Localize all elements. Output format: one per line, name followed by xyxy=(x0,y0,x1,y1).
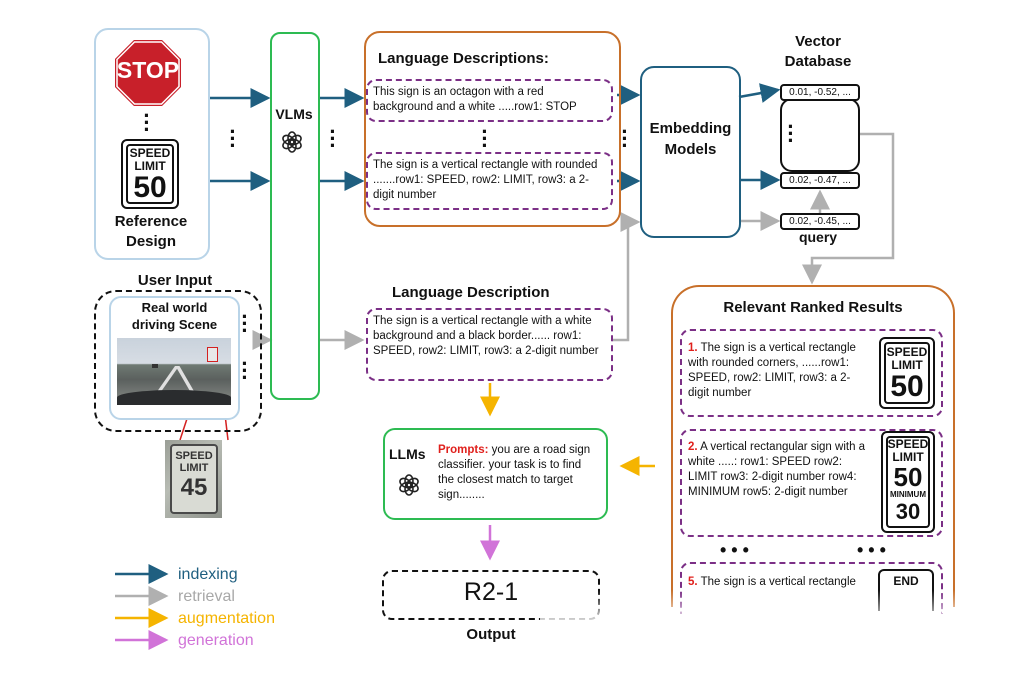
ranked-result-5-number: 5. xyxy=(688,576,698,588)
stop-sign-icon xyxy=(113,38,183,108)
ranked-result-2-text: 2. A vertical rectangular sign with a wh… xyxy=(688,440,870,500)
stop-sign-text: STOP xyxy=(116,57,180,83)
ranked-result-1-text: 1. The sign is a vertical rectangle with… xyxy=(688,341,863,401)
crop-sign-number: 45 xyxy=(180,474,208,501)
ellipsis-right: ··· xyxy=(621,119,629,158)
ranked-result-1-number: 1. xyxy=(688,342,698,354)
ranked-result-2 xyxy=(680,429,943,537)
embedding-models-box xyxy=(640,66,741,238)
prompt-prefix: Prompts: xyxy=(438,444,489,456)
reference-label-line2: Design xyxy=(125,233,176,250)
ranked-result-1 xyxy=(680,329,943,417)
vector-embedding-2: 0.02, -0.47, ... xyxy=(780,172,860,189)
ranked-result-5-desc: The sign is a vertical rectangle xyxy=(697,576,856,588)
llms-label: LLMs xyxy=(389,446,426,462)
legend: indexing retrieval augmentation generati… xyxy=(178,564,275,652)
ranked-ellipsis-right: • • • xyxy=(857,540,886,560)
vlms-panel xyxy=(270,32,320,400)
prompt-body: you are a road sign classifier. your tas… xyxy=(438,444,591,501)
scene-label-line2: driving Scene xyxy=(131,317,218,332)
llm-prompt-text: Prompts: you are a road sign classifier.… xyxy=(438,443,598,503)
ellipsis-mid: ··· xyxy=(329,119,337,158)
legend-augmentation: augmentation xyxy=(178,610,275,627)
ranked-result-1-desc: The sign is a vertical rectangle with ro… xyxy=(688,342,856,399)
ranked-result-5 xyxy=(680,562,943,614)
legend-generation: generation xyxy=(178,632,254,649)
ranked-result-1-sign: SPEED LIMIT 50 xyxy=(879,337,935,409)
output-label: Output xyxy=(466,626,516,643)
embedding-label-line2: Models xyxy=(664,141,717,158)
legend-retrieval: retrieval xyxy=(178,588,235,605)
language-descriptions-title: Language Descriptions: xyxy=(378,50,549,67)
ellipsis-desc: ··· xyxy=(481,119,489,158)
vlms-label: VLMs xyxy=(275,106,313,122)
ranked-result-2-number: 2. xyxy=(688,441,698,453)
openai-logo-icon xyxy=(282,131,302,153)
language-description-card: The sign is a vertical rectangle with a … xyxy=(366,308,613,381)
description-card-stop: This sign is an octagon with a red backg… xyxy=(366,79,613,122)
ranked-results-title: Relevant Ranked Results xyxy=(723,299,903,316)
query-label: query xyxy=(798,229,838,245)
user-input-title: User Input xyxy=(137,272,213,289)
arrow-langdesc-to-embed xyxy=(612,212,641,342)
embedding-label-line1: Embedding xyxy=(649,120,732,137)
reference-ellipsis: ··· xyxy=(143,103,151,142)
driving-scene-photo xyxy=(117,338,231,405)
bottom-fade xyxy=(540,590,1012,695)
reference-label-line1: Reference xyxy=(114,213,188,230)
cropped-sign-photo: SPEED LIMIT 45 xyxy=(165,440,222,518)
vector-db-title-line2: Database xyxy=(784,53,852,70)
ellipsis-left: ··· xyxy=(229,119,237,158)
crop-sign-line1: SPEED xyxy=(175,450,213,462)
vector-db-title-line1: Vector xyxy=(795,33,841,50)
output-value: R2-1 xyxy=(463,578,519,606)
arrow-embed-to-vec1 xyxy=(738,83,781,103)
legend-indexing: indexing xyxy=(178,566,238,583)
ranked-results-panel xyxy=(671,285,955,607)
description-card-speed: The sign is a vertical rectangle with ro… xyxy=(366,152,613,210)
ranked-result-2-desc: A vertical rectangular sign with a white… xyxy=(688,441,866,498)
language-description-title: Language Description xyxy=(392,284,550,301)
vector-db-ellipsis: ··· xyxy=(787,114,795,153)
language-descriptions-panel xyxy=(364,31,621,227)
user-ellipsis-1: ··· xyxy=(241,304,249,343)
scene-label-line1: Real world xyxy=(141,300,208,315)
ranked-ellipsis-left: • • • xyxy=(720,540,749,560)
vector-embedding-1: 0.01, -0.52, ... xyxy=(780,84,860,101)
user-input-panel xyxy=(94,290,262,432)
openai-logo-icon xyxy=(399,474,419,496)
reference-speed-limit-sign: SPEED LIMIT 50 xyxy=(121,139,179,209)
crop-sign-line2: LIMIT xyxy=(179,462,209,474)
reference-design-panel xyxy=(94,28,210,260)
user-ellipsis-2: ··· xyxy=(241,351,249,390)
query-embedding: 0.02, -0.45, ... xyxy=(780,213,860,230)
ranked-result-5-text: 5. The sign is a vertical rectangle xyxy=(688,575,873,590)
arrow-db-to-ranked xyxy=(802,132,895,285)
ranked-result-2-sign: SPEED LIMIT 50 MINIMUM 30 xyxy=(881,431,935,533)
llms-box xyxy=(383,428,608,520)
